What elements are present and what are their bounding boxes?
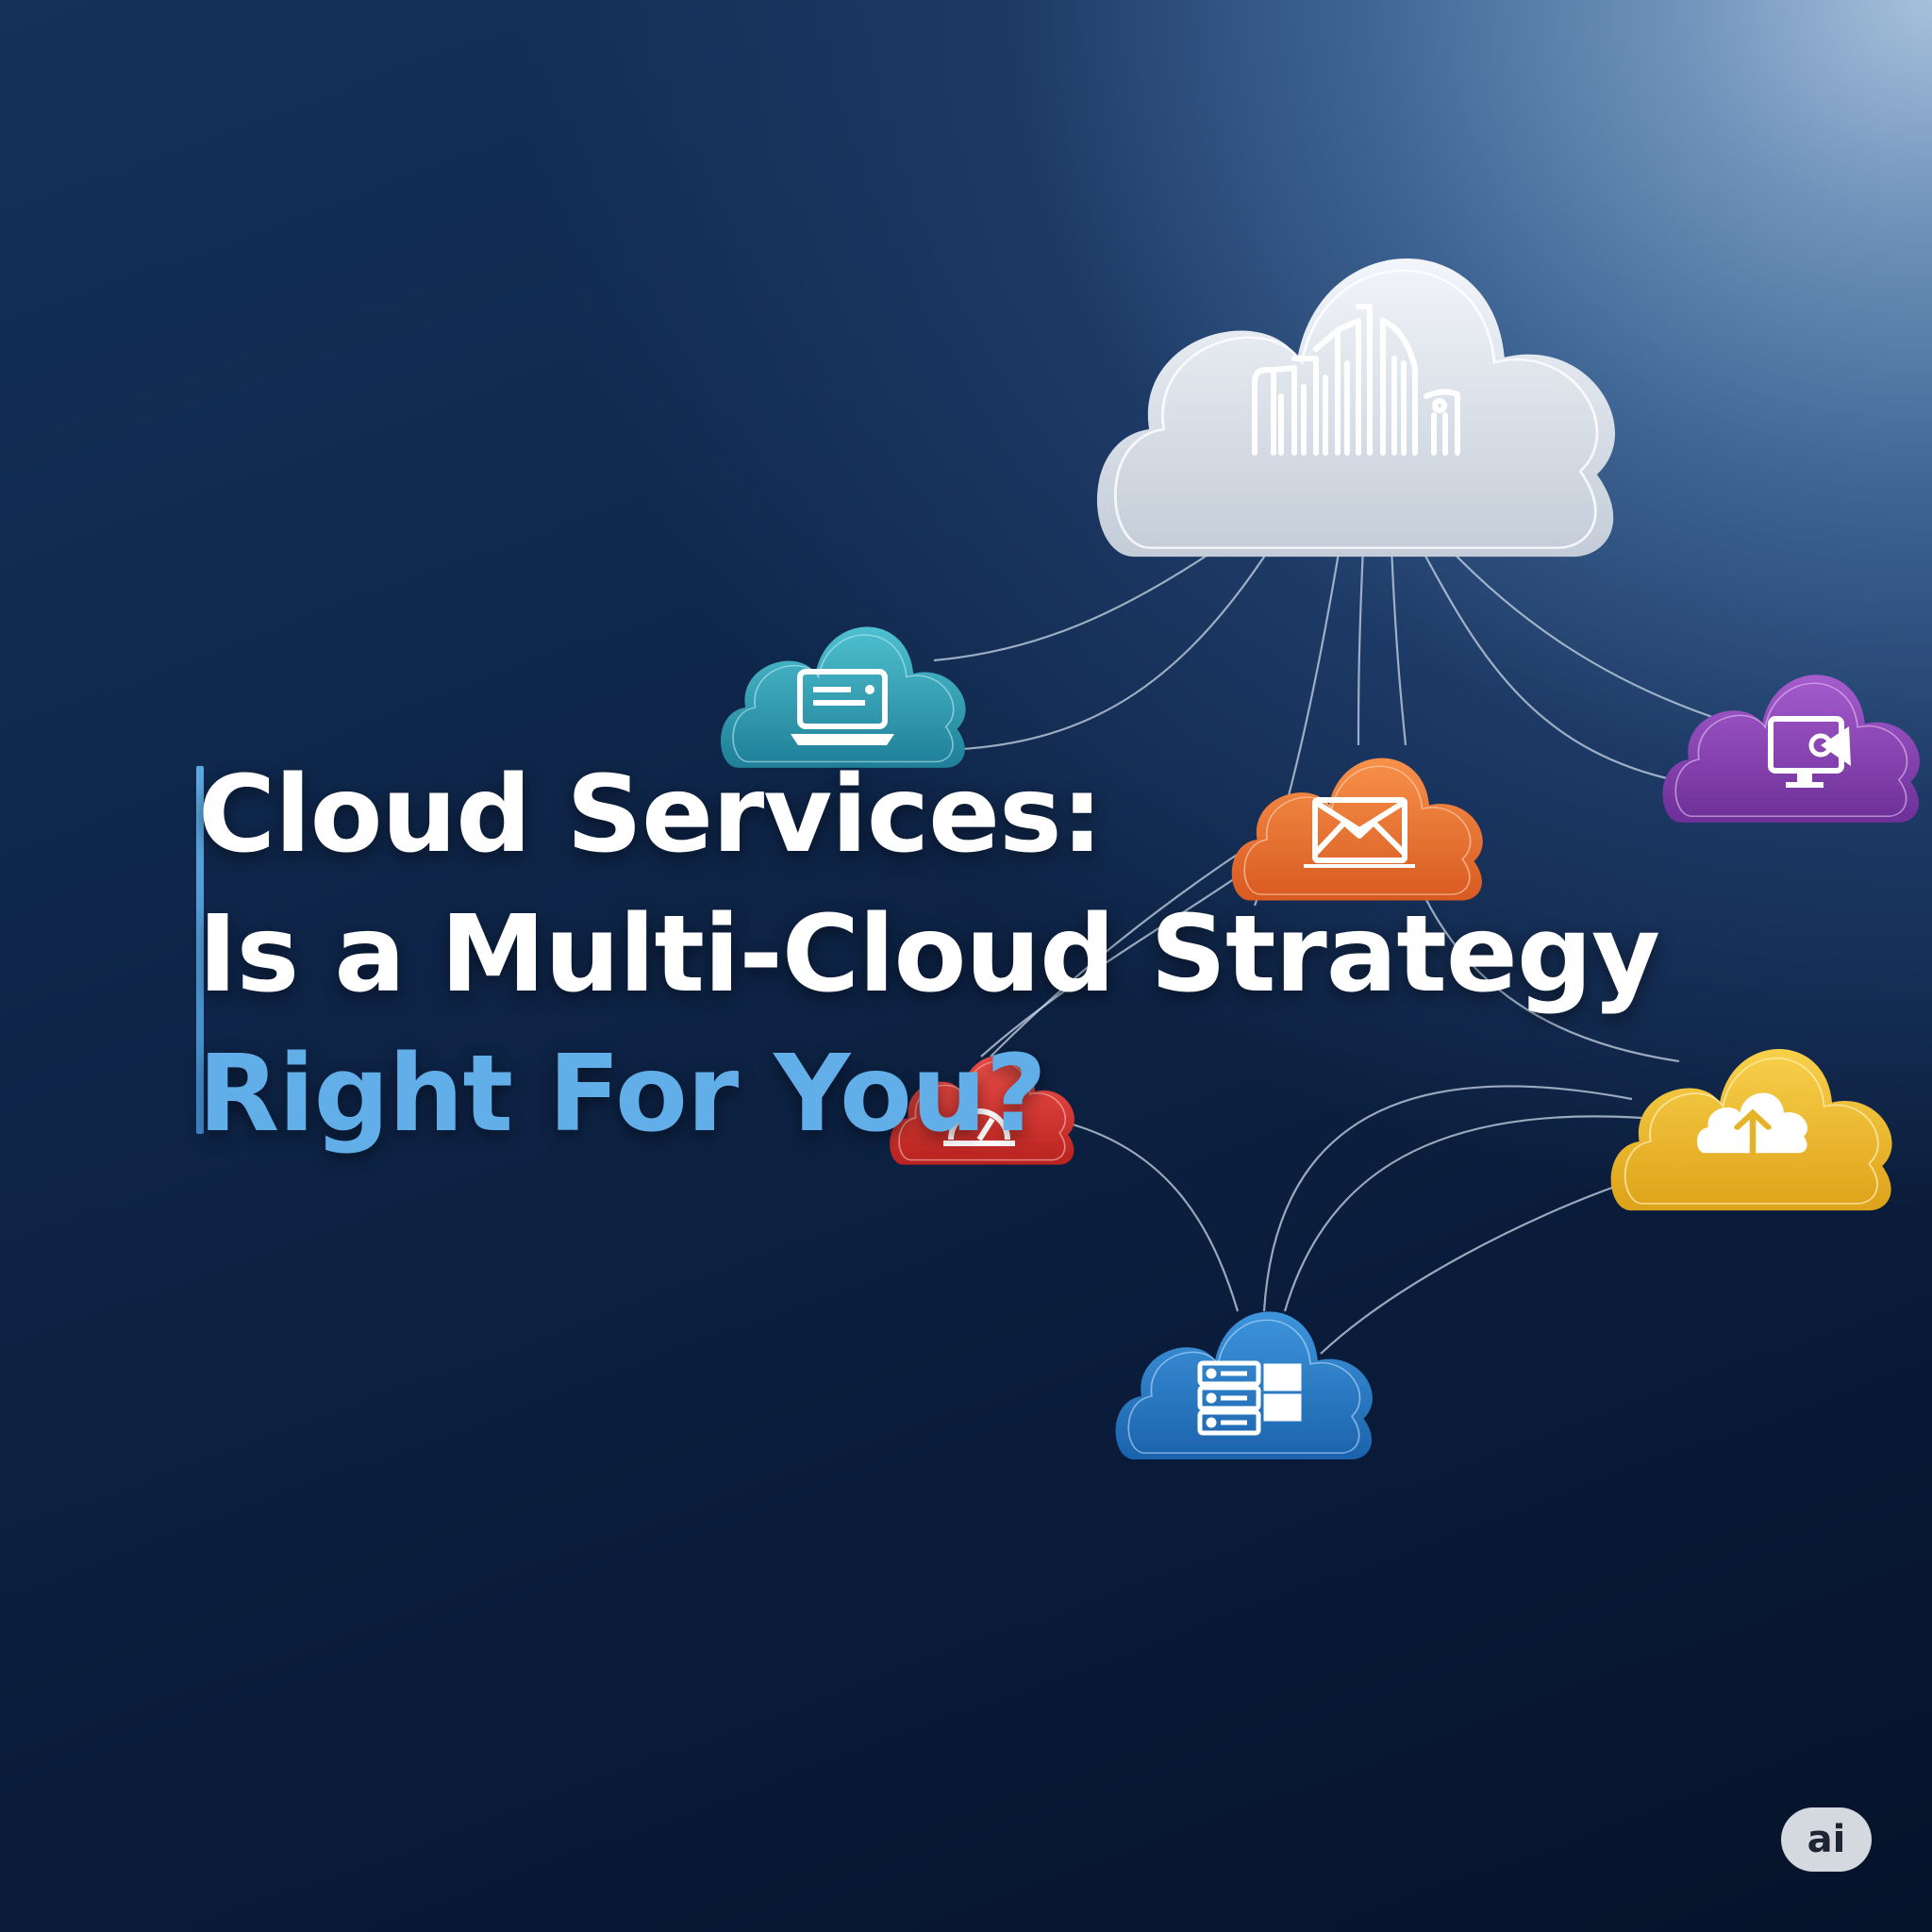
connection-line (1065, 1121, 1240, 1312)
connection-line (1390, 546, 1407, 746)
connection-lines (933, 541, 1713, 1355)
connection-line (1320, 1182, 1624, 1355)
purple-cloud (1663, 675, 1920, 823)
cloud-upload-icon (1696, 1092, 1807, 1156)
connection-line (933, 541, 1227, 662)
connection-line (1424, 895, 1680, 1063)
connection-line (980, 858, 1265, 1058)
connection-line (1419, 544, 1690, 785)
connection-line (1283, 1115, 1642, 1312)
mail-icon (1304, 797, 1415, 868)
headline-line-3: Right For You? (198, 1033, 1047, 1156)
connection-line (942, 541, 1274, 752)
server-rack-icon (1197, 1360, 1302, 1436)
laptop-icon (791, 669, 894, 745)
headline-accent-bar (196, 766, 204, 1134)
connection-line (990, 848, 1246, 1058)
connection-line (1357, 546, 1365, 746)
headline-line-1: Cloud Services: (198, 754, 1103, 876)
connection-line (1262, 1085, 1633, 1312)
connection-line (1442, 541, 1713, 719)
monitor-rocket-icon (1768, 716, 1851, 788)
gauge-icon (943, 1108, 1015, 1146)
analytics-bars-icon (1252, 304, 1460, 456)
headline-line-2: Is a Multi-Cloud Strategy (198, 893, 1660, 1016)
ai-badge: ai (1781, 1807, 1872, 1872)
